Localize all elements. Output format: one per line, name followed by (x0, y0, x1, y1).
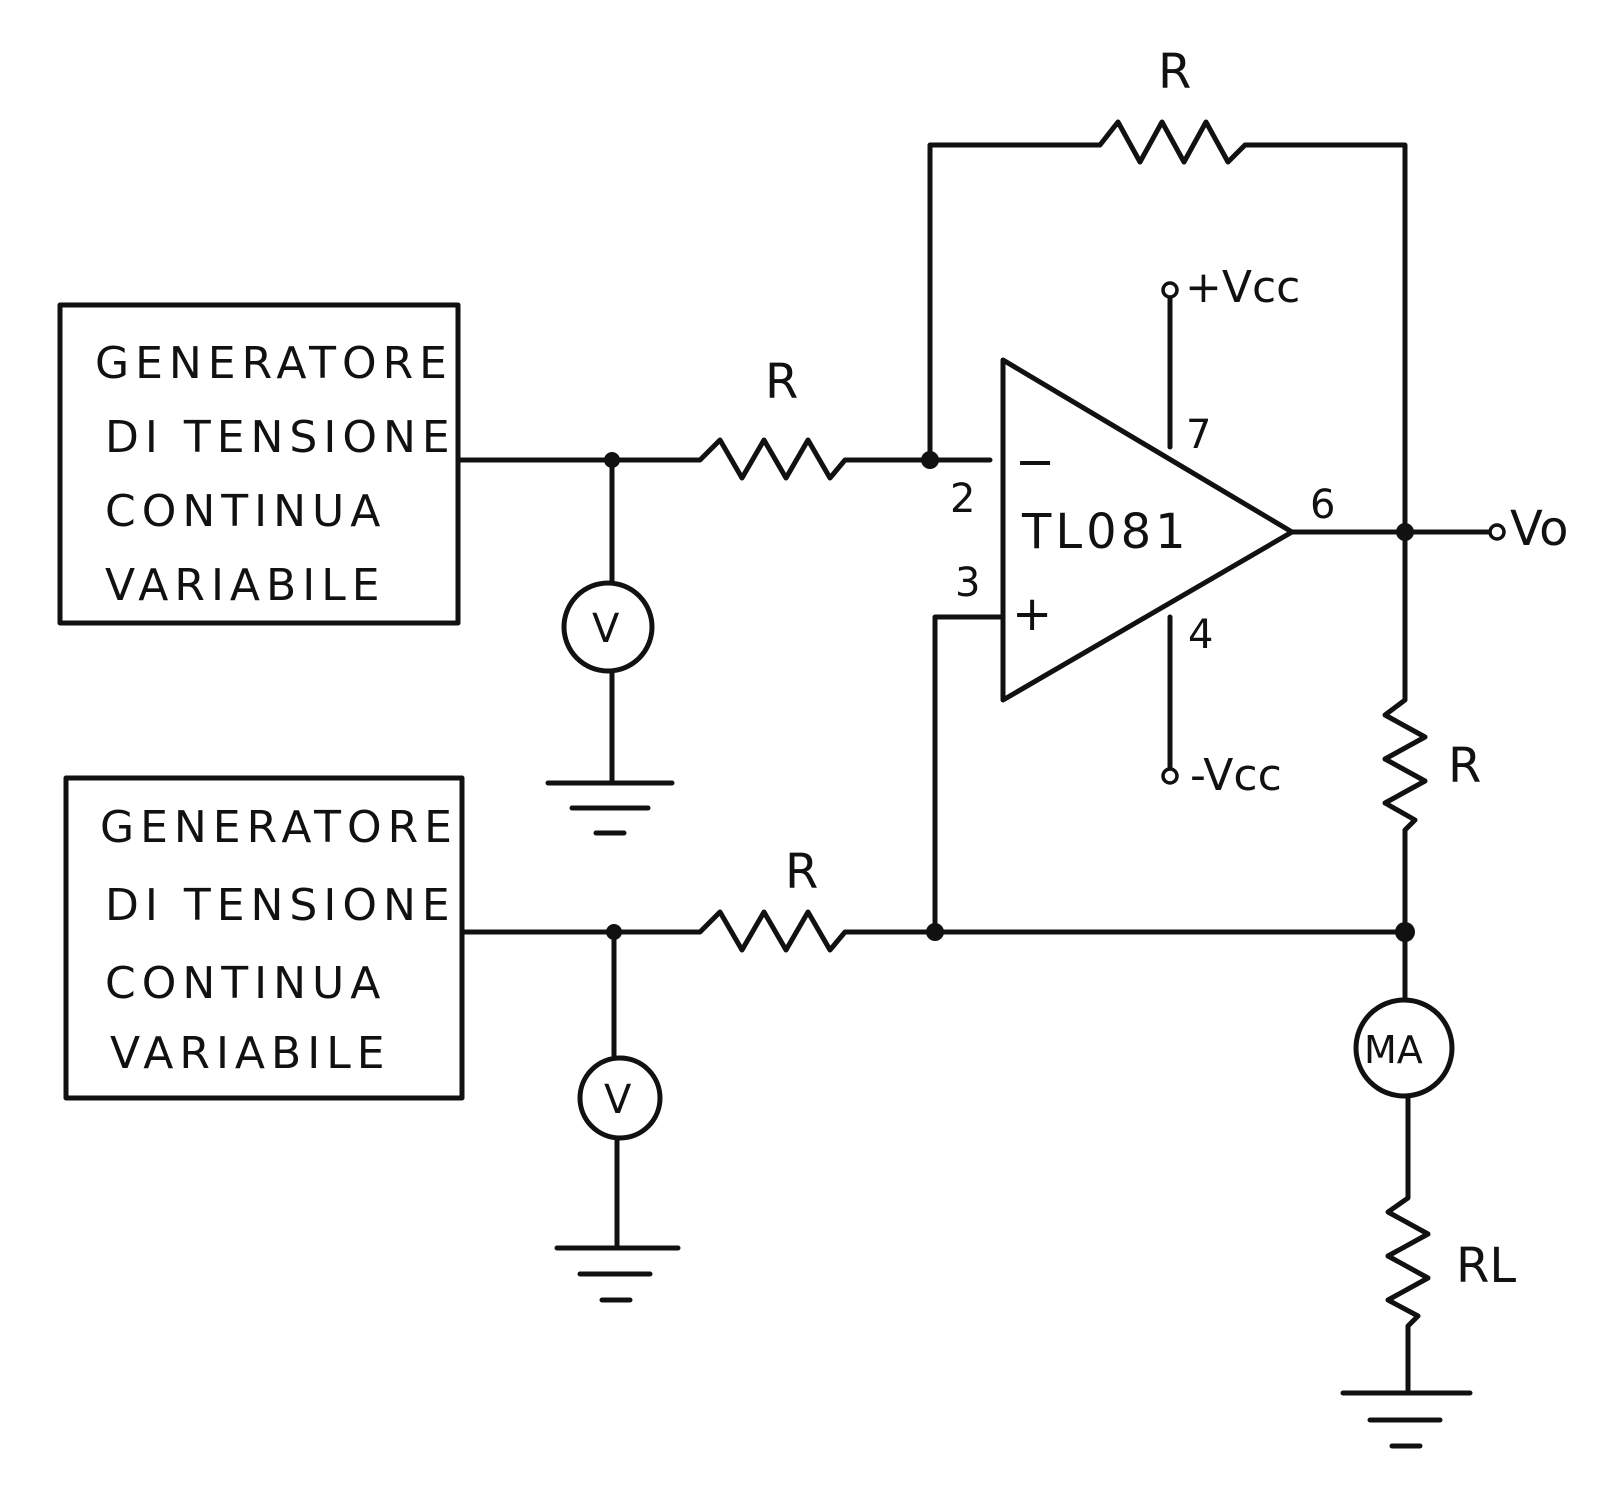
opamp-pin-7: 7 (1186, 412, 1211, 458)
supply-negative-terminal (1161, 767, 1179, 785)
supply-positive-wire (1161, 281, 1179, 450)
supply-negative-wire (1161, 614, 1179, 785)
generator-top-line-2: DI TENSIONE (105, 412, 456, 463)
generator-bottom-line-4: VARIABILE (110, 1028, 391, 1079)
opamp-pin-6: 6 (1310, 482, 1335, 528)
generator-bottom-line-3: CONTINUA (105, 958, 386, 1009)
opamp-minus-sign: − (1015, 434, 1055, 490)
milliammeter: MA (1353, 929, 1455, 1099)
resistor-output-label: R (1448, 738, 1481, 794)
supply-positive-terminal (1161, 281, 1179, 299)
voltmeter-top: V (561, 457, 655, 786)
milliammeter-label: MA (1364, 1028, 1423, 1072)
ground-icon (545, 780, 675, 836)
generator-top-line-3: CONTINUA (105, 486, 386, 537)
resistor-load-label: RL (1456, 1238, 1516, 1294)
generator-top-line-1: GENERATORE (95, 338, 453, 389)
supply-negative-label: -Vcc (1190, 750, 1282, 801)
generator-top-line-4: VARIABILE (105, 560, 386, 611)
feedback-wire (927, 119, 1408, 535)
opamp-pin-4: 4 (1188, 612, 1213, 658)
opamp-pin-2: 2 (950, 476, 975, 522)
voltmeter-bottom: V (577, 929, 663, 1251)
top-input-wire (455, 437, 993, 481)
generator-box-bottom: GENERATORE DI TENSIONE CONTINUA VARIABIL… (63, 775, 465, 1101)
resistor-feedback-label: R (1158, 44, 1191, 100)
output-terminal (1488, 523, 1506, 541)
supply-positive-label: +Vcc (1185, 262, 1300, 313)
resistor-input-bottom-label: R (785, 844, 818, 900)
opamp-pin-3: 3 (955, 560, 980, 606)
opamp-part-label: TL081 (1021, 504, 1190, 560)
resistor-load (1385, 1093, 1431, 1396)
output-label: Vo (1510, 501, 1568, 557)
voltmeter-bottom-label: V (604, 1077, 632, 1123)
generator-bottom-line-1: GENERATORE (100, 802, 458, 853)
voltmeter-top-label: V (592, 606, 620, 652)
opamp-triangle (1000, 357, 1295, 703)
generator-bottom-line-2: DI TENSIONE (105, 880, 456, 931)
generator-box-top: GENERATORE DI TENSIONE CONTINUA VARIABIL… (57, 302, 461, 626)
ground-icon (554, 1245, 681, 1303)
opamp-plus-sign: + (1012, 586, 1052, 642)
ground-icon (1340, 1390, 1473, 1449)
resistor-input-top-label: R (765, 354, 798, 410)
resistor-output (1382, 529, 1428, 935)
